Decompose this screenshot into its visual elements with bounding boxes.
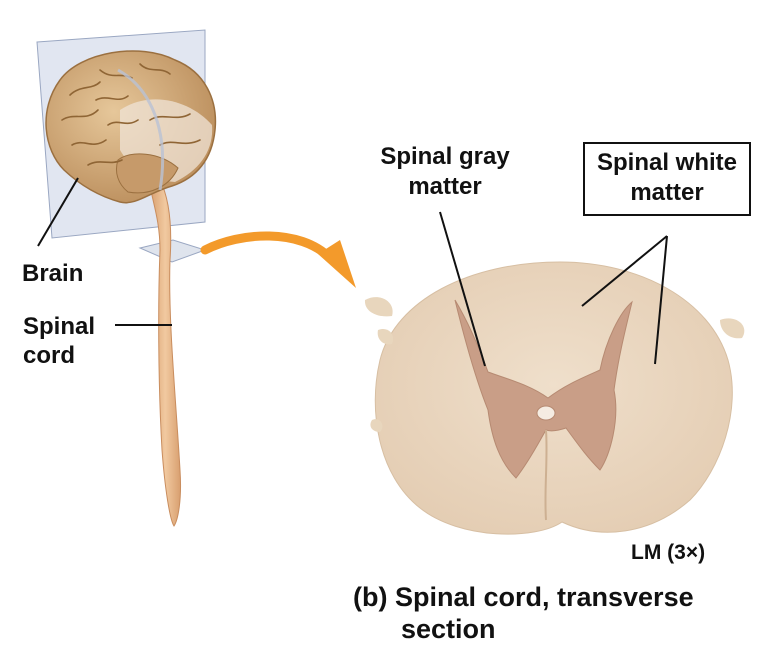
spinal-cord-label-line1: Spinal — [23, 313, 96, 340]
spinal-cord — [149, 179, 181, 527]
gray-matter-label-line2: matter — [408, 173, 482, 200]
brain-leader — [37, 177, 79, 247]
caption-line1: (b) Spinal cord, transverse — [353, 582, 694, 612]
arrow-head — [318, 240, 356, 288]
spinal-cord-label-line2: cord — [23, 342, 76, 369]
white-matter-label: Spinal white matter — [583, 142, 751, 216]
gray-matter-label: Spinal gray matter — [370, 142, 520, 202]
white-matter-leader-2 — [654, 235, 668, 365]
magnification-label: LM (3×) — [631, 541, 706, 564]
white-matter-label-line2: matter — [630, 179, 704, 206]
caption-line2: section — [401, 614, 496, 644]
arrow-to-section — [200, 231, 335, 263]
white-matter-label-line1: Spinal white — [596, 149, 737, 176]
white-matter-leader-1 — [581, 235, 668, 307]
brain — [45, 50, 217, 204]
brain-label: Brain — [22, 260, 84, 287]
figure-caption: (b) Spinal cord, transverse section — [353, 581, 694, 645]
transverse-section — [364, 261, 745, 535]
spinal-cord-label: Spinal cord — [23, 312, 113, 370]
gray-matter-leader — [439, 211, 486, 367]
gray-matter-label-line1: Spinal gray — [380, 143, 510, 170]
section-plane — [138, 239, 207, 263]
